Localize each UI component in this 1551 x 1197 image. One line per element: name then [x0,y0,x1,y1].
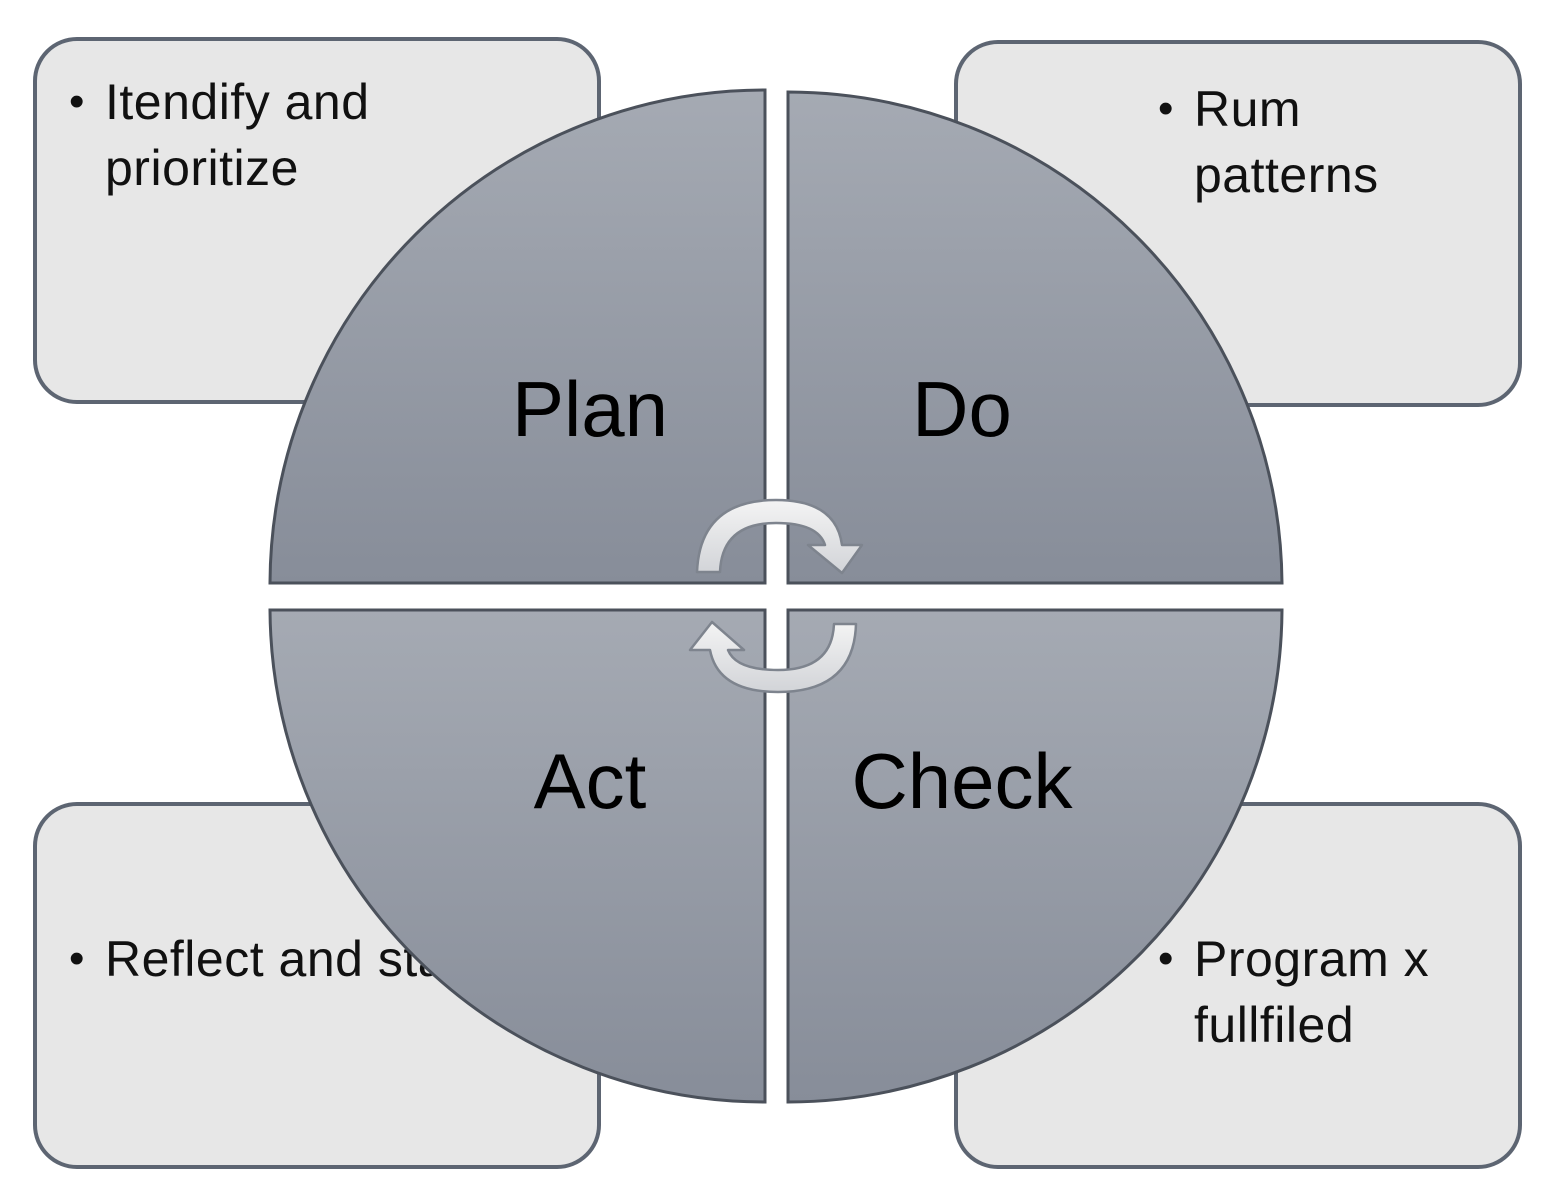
note-text-do: Rum patterns [1158,76,1494,208]
note-text-plan: Itendify and prioritize [69,69,525,201]
counter-clockwise-arrow-icon [688,620,858,694]
quadrant-plan [268,88,767,585]
quadrant-label-act: Act [534,737,647,825]
clockwise-arrow-icon [695,498,864,575]
quadrant-act [268,608,767,1104]
quadrant-label-do: Do [912,365,1012,453]
quadrant-do [786,90,1284,585]
note-text-check: Program x fullfiled [1158,926,1514,1058]
quadrant-label-plan: Plan [512,365,668,453]
quadrant-check [786,608,1284,1104]
quadrant-label-check: Check [851,737,1073,825]
